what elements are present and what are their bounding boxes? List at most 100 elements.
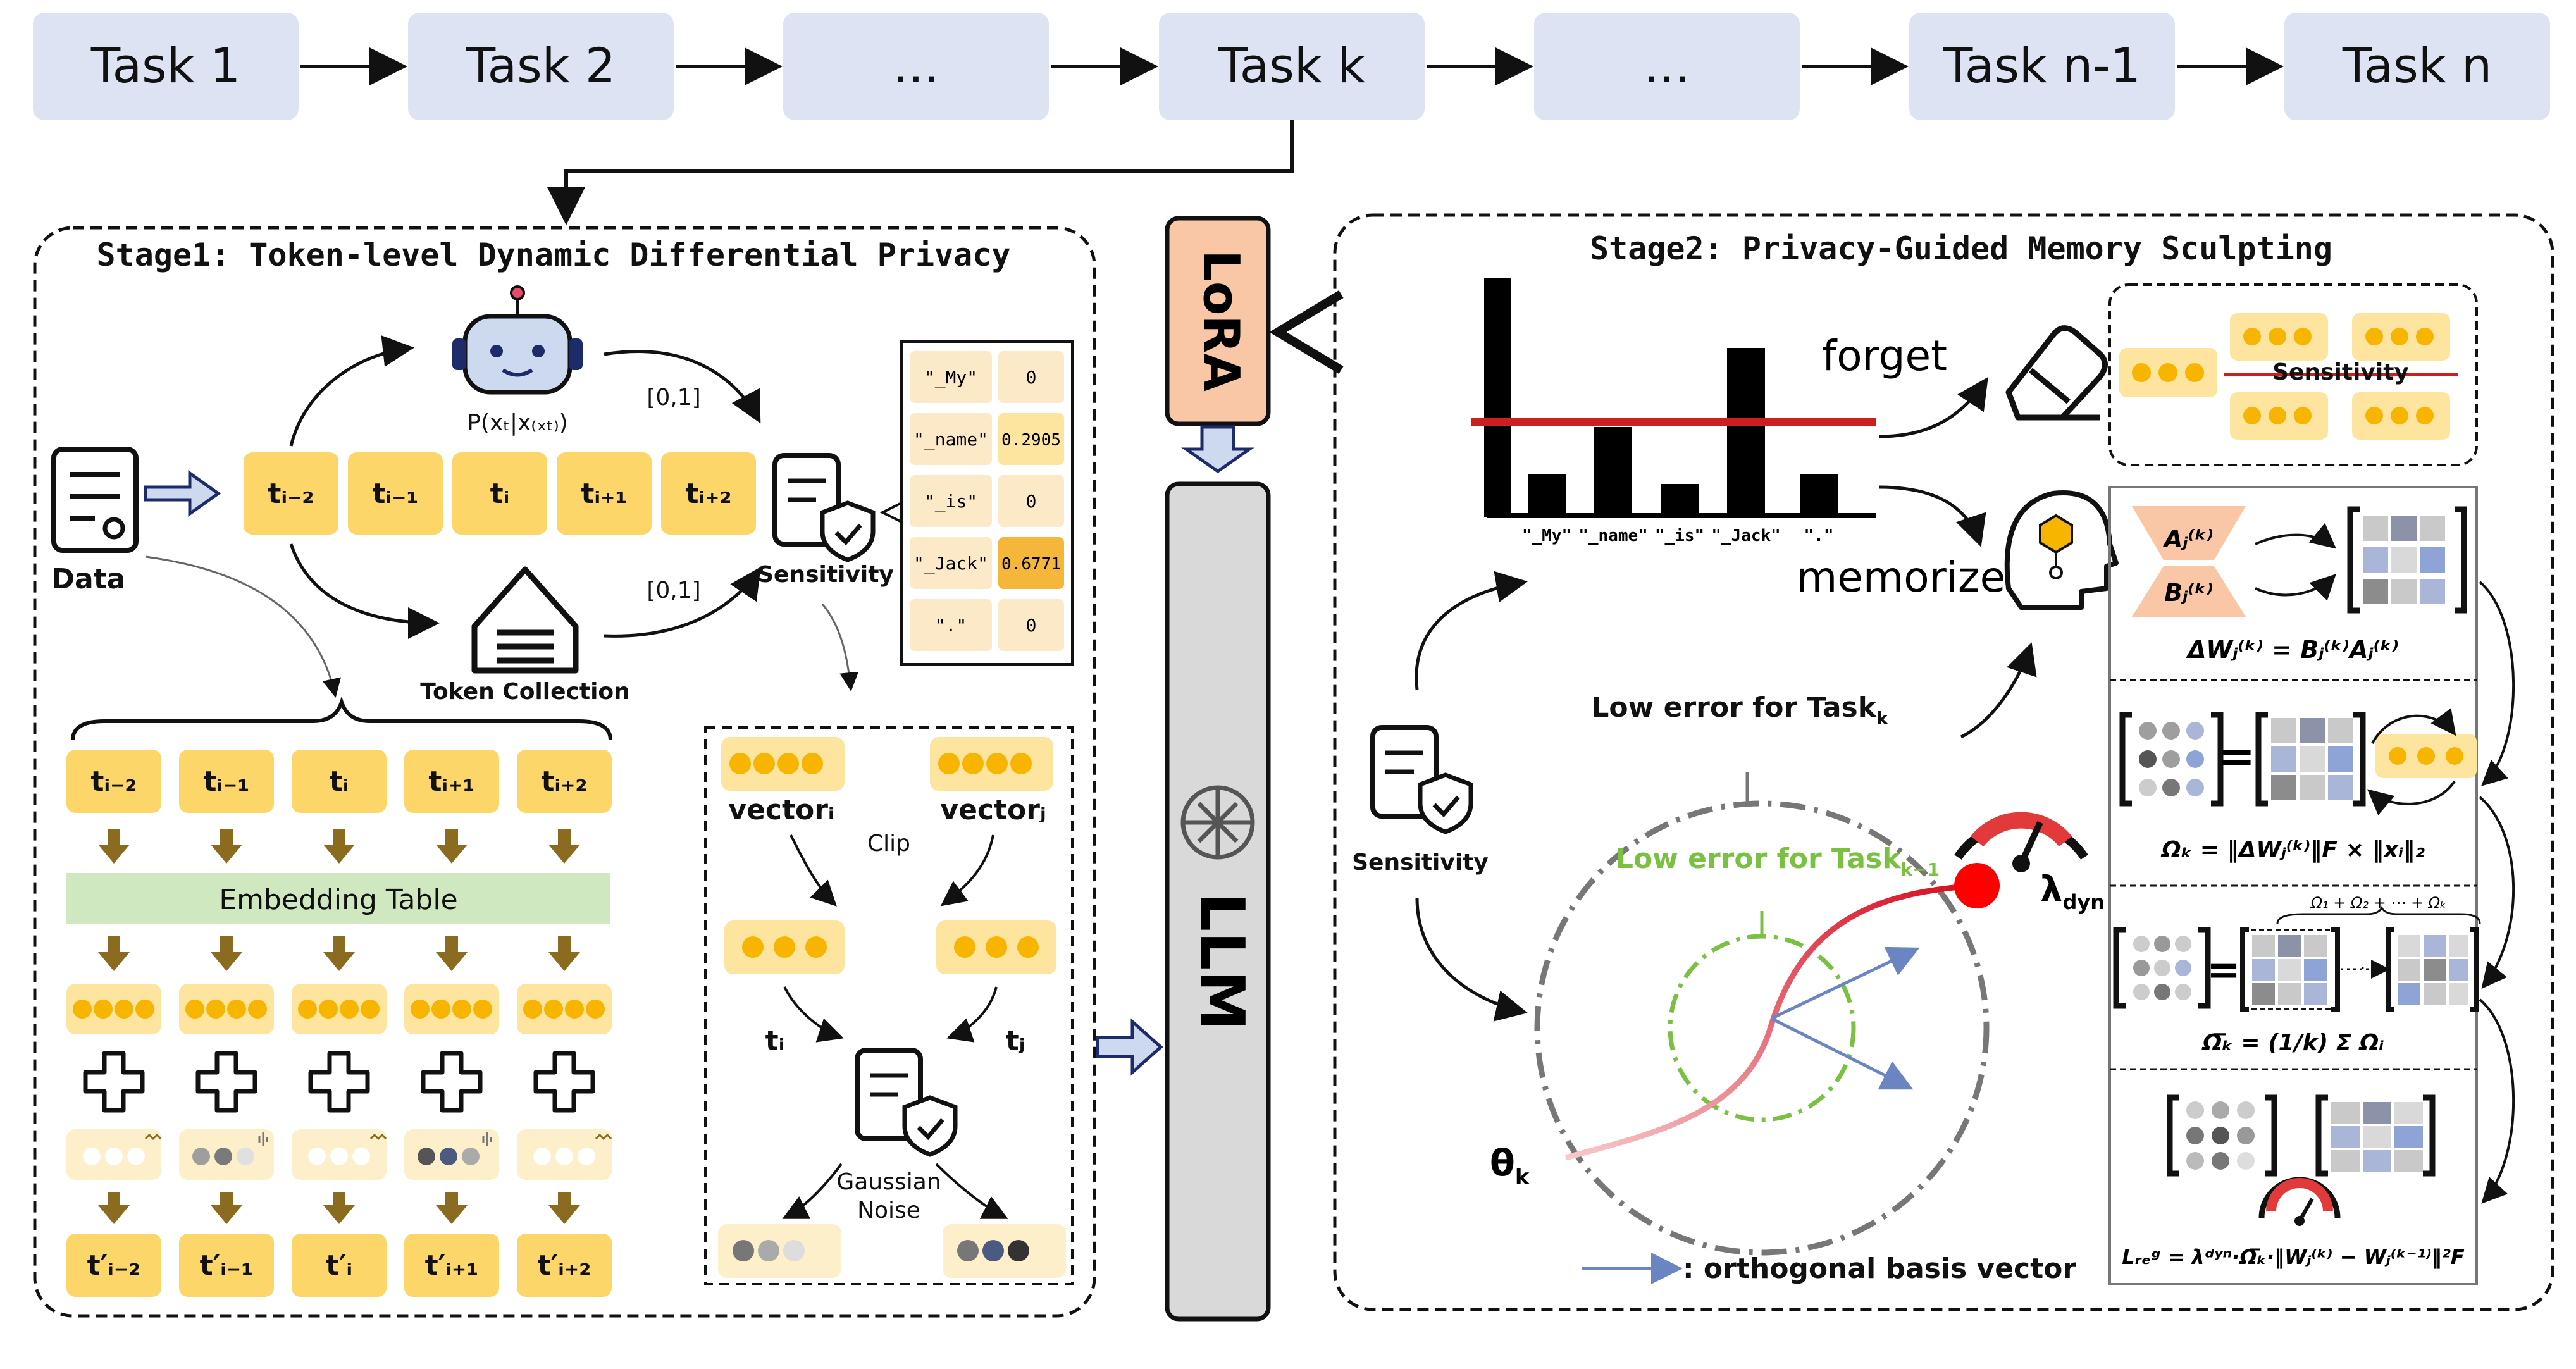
stage2-panel: Stage2: Privacy-Guided Memory Sculpting … — [1333, 213, 2554, 1311]
t-i-label: tᵢ — [765, 1025, 785, 1057]
input-token-row: tᵢ₋₂ tᵢ₋₁ tᵢ tᵢ₊₁ tᵢ₊₂ — [66, 750, 612, 813]
token-collection-icon — [471, 566, 579, 674]
stage2-title: Stage2: Privacy-Guided Memory Sculpting — [1590, 230, 2332, 267]
token-out-0: t′ᵢ₋₂ — [87, 1249, 141, 1282]
llm-block: LLM — [1165, 481, 1271, 1322]
bar-label-4: "." — [1804, 526, 1834, 545]
stage2-sensitivity-label: Sensitivity — [1352, 850, 1489, 876]
llm-label: LLM — [1187, 893, 1258, 1031]
lora-block: LoRA — [1165, 216, 1271, 426]
privacy-mechanism-box: vectorᵢ vectorⱼ Clip tᵢ tⱼ Gaussian — [704, 726, 1074, 1285]
memorize-label: memorize — [1797, 553, 2005, 602]
t-j-label: tⱼ — [1006, 1025, 1025, 1057]
theta-k-label: θk — [1490, 1141, 1530, 1190]
data-label: Data — [52, 563, 126, 595]
token-brace — [71, 696, 612, 741]
output-token-row: t′ᵢ₋₂ t′ᵢ₋₁ t′ᵢ t′ᵢ₊₁ t′ᵢ₊₂ — [66, 1234, 612, 1297]
svg-text:Task k: Task k — [1218, 37, 1365, 94]
down-arrows-2 — [98, 936, 580, 971]
bar-label-0: "_My" — [1522, 526, 1571, 545]
task-box-n-1: Task n-1 — [1909, 13, 2175, 120]
embedding-vectors — [66, 984, 612, 1034]
task-box-3: ... — [783, 13, 1049, 120]
range-top: [0,1] — [647, 385, 700, 411]
memorize-head-icon — [2004, 490, 2119, 610]
avg-panel-matrices: = · — [2113, 927, 2479, 1012]
task-arrows — [300, 47, 2284, 225]
orth-legend-label: : orthogonal basis vector — [1683, 1253, 2076, 1285]
token-out-2: t′ᵢ — [326, 1249, 352, 1282]
stage2-sensitivity-icon — [1370, 725, 1473, 834]
svg-text:...: ... — [893, 37, 939, 94]
b-matrix-label: Bⱼ⁽ᵏ⁾ — [2164, 579, 2214, 607]
lambda-gauge-icon — [1954, 812, 2088, 872]
token-top-4: tᵢ₊₂ — [685, 478, 731, 510]
task-box-5: ... — [1534, 13, 1800, 120]
svg-text:...: ... — [1644, 37, 1690, 94]
sensitivity-label: Sensitivity — [757, 562, 894, 588]
task-box-1: Task 1 — [33, 13, 299, 120]
sens-value-1: 0.2905 — [1001, 431, 1061, 450]
bar-label-3: "_Jack" — [1711, 526, 1781, 545]
sens-value-3: 0.6771 — [1001, 555, 1061, 574]
forget-label: forget — [1822, 331, 1947, 380]
svg-text:Task 1: Task 1 — [90, 37, 241, 94]
sens-value-2: 0 — [1026, 491, 1037, 512]
token-top-1: tᵢ₋₁ — [372, 478, 418, 510]
range-bottom: [0,1] — [647, 578, 700, 604]
token-in-2: tᵢ — [330, 765, 349, 798]
panel-flow-arrows — [2479, 581, 2515, 1204]
sensitivity-table: "_My" 0 "_name" 0.2905 "_is" 0 "_Jack" 0… — [900, 340, 1074, 666]
bar-label-1: "_name" — [1578, 526, 1648, 545]
stage1-title: Stage1: Token-level Dynamic Differential… — [97, 237, 1011, 273]
sens-token-4: "." — [935, 615, 967, 636]
down-arrows-1 — [98, 829, 580, 864]
forget-sensitivity-box: Sensitivity — [2108, 283, 2478, 466]
stage1-panel: Stage1: Token-level Dynamic Differential… — [33, 226, 1096, 1318]
table-callout — [879, 502, 902, 523]
a-matrix-label: Aⱼ⁽ᵏ⁾ — [2162, 525, 2214, 553]
svg-text:Task n-1: Task n-1 — [1943, 37, 2141, 94]
lora-to-llm-arrow — [1181, 425, 1254, 474]
low-error-k-label: Low error for Taskk — [1591, 691, 1889, 729]
svg-text:Task n: Task n — [2342, 37, 2492, 94]
embedding-table-label: Embedding Table — [219, 884, 457, 916]
noise-label: Noise — [857, 1198, 920, 1223]
token-out-4: t′ᵢ₊₂ — [538, 1249, 591, 1282]
sensitivity-box-label: Sensitivity — [2272, 359, 2409, 385]
sens-value-0: 0 — [1026, 367, 1037, 388]
omega-panel-matrices: = — [2119, 708, 2477, 815]
bar-label-2: "_is" — [1655, 526, 1704, 545]
data-flow-arrow — [144, 470, 221, 517]
vector-i-label: vectorᵢ — [728, 794, 834, 826]
sens-token-2: "_is" — [924, 491, 977, 512]
eq-omega: Ωₖ = ‖ΔWⱼ⁽ᵏ⁾‖F × ‖xᵢ‖₂ — [2160, 837, 2425, 863]
eraser-icon — [2005, 325, 2108, 421]
openai-icon — [1180, 785, 1255, 860]
svg-text:=: = — [2217, 729, 2255, 783]
token-top-0: tᵢ₋₂ — [268, 478, 314, 510]
embedding-table: Embedding Table — [66, 873, 610, 924]
noise-vectors — [66, 1129, 612, 1180]
clip-label: Clip — [867, 831, 910, 857]
lora-label: LoRA — [1192, 250, 1249, 392]
task-box-k: Task k — [1159, 13, 1425, 120]
task-box-n: Task n — [2284, 13, 2550, 120]
basis-vector-2 — [1770, 1017, 1914, 1090]
top-token-row: tᵢ₋₂ tᵢ₋₁ tᵢ tᵢ₊₁ tᵢ₊₂ — [244, 452, 756, 535]
stage2-arrows — [1415, 376, 2037, 1022]
eq-sum: Ω₁ + Ω₂ + ⋯ + Ωₖ — [2310, 894, 2447, 912]
data-document-icon — [51, 447, 139, 553]
robot-icon — [452, 285, 583, 395]
down-arrows-3 — [98, 1192, 580, 1224]
svg-text:·: · — [2360, 958, 2366, 979]
low-error-k1-label: Low error for Taskk−1 — [1616, 843, 1940, 880]
center-column: LoRA LLM — [1096, 216, 1344, 1322]
eq-delta-w: ΔWⱼ⁽ᵏ⁾ = Bⱼ⁽ᵏ⁾Aⱼ⁽ᵏ⁾ — [2186, 636, 2399, 664]
sensitivity-bar-chart: "_My" "_name" "_is" "_Jack" "." — [1471, 278, 1876, 545]
svg-text:Task 2: Task 2 — [466, 37, 616, 94]
task-row: Task 1 Task 2 ... Task k ... Task n-1 Ta… — [33, 13, 2550, 225]
equations-column: Aⱼ⁽ᵏ⁾ Bⱼ⁽ᵏ⁾ ΔWⱼ⁽ᵏ⁾ = Bⱼ⁽ᵏ⁾Aⱼ⁽ᵏ⁾ = — [2108, 486, 2481, 1285]
token-out-1: t′ᵢ₋₁ — [200, 1249, 254, 1282]
